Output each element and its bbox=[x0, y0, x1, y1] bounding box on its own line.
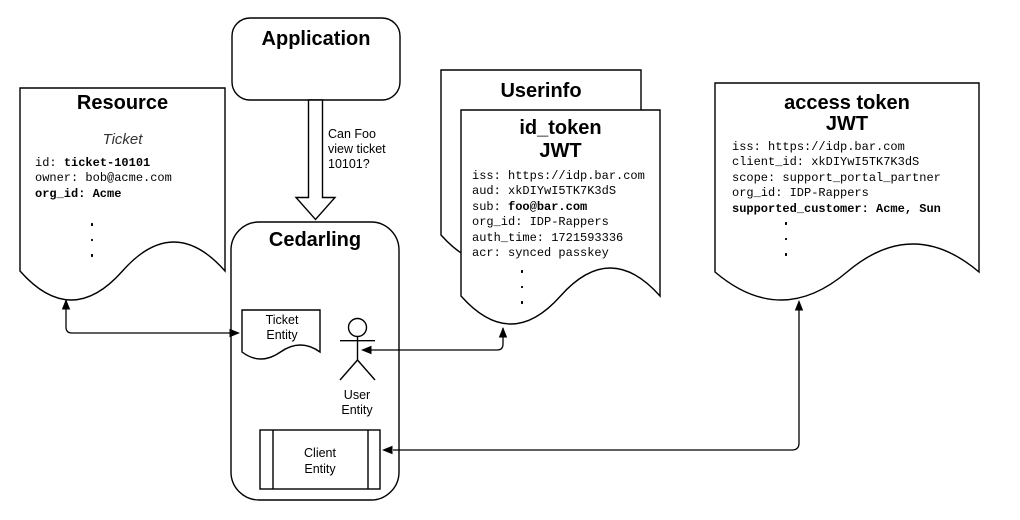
user-actor-icon bbox=[339, 317, 376, 381]
claim-org_id: org_id: Acme bbox=[35, 186, 122, 201]
id-token-title: id_token bbox=[519, 117, 602, 139]
resource-type-label: Ticket bbox=[102, 131, 143, 148]
userinfo-title: Userinfo bbox=[500, 80, 582, 102]
client-entity-box bbox=[259, 429, 381, 490]
claim-iss: iss: https://idp.bar.com bbox=[732, 140, 905, 154]
request-arrow bbox=[294, 99, 337, 221]
claim-aud: aud: xkDIYwI5TK7K3dS bbox=[472, 184, 617, 199]
arrowhead-right-ticket-entity bbox=[229, 328, 240, 338]
id-token-document bbox=[460, 109, 661, 325]
arrowhead-left-client-entity bbox=[382, 445, 393, 455]
user-entity-label: User Entity bbox=[341, 388, 373, 417]
claim-iss: iss: https://idp.bar.com bbox=[472, 169, 645, 183]
cedarling-title: Cedarling bbox=[268, 229, 362, 251]
id-token-user-connector bbox=[361, 327, 508, 355]
client-entity-label: Client Entity bbox=[304, 446, 336, 476]
claim-supported_customer: supported_customer: Acme, Sun bbox=[732, 201, 941, 216]
claim-client_id: client_id: xkDIYwI5TK7K3dS bbox=[732, 155, 920, 170]
claim-owner: owner: bob@acme.com bbox=[35, 171, 172, 186]
arrowhead-left-user-entity bbox=[361, 345, 372, 355]
ticket-entity-document bbox=[241, 309, 321, 360]
access-token-vertical-ellipsis bbox=[784, 222, 788, 256]
arrowhead-up-access-token bbox=[794, 300, 804, 311]
access-token-title: access token bbox=[784, 92, 910, 114]
claim-id: id: ticket-10101 bbox=[35, 156, 151, 170]
arrowhead-up-resource bbox=[61, 299, 71, 310]
resource-document bbox=[19, 87, 226, 301]
arrowhead-up-id-token bbox=[498, 327, 508, 338]
request-question-label: Can Foo view ticket 10101? bbox=[328, 127, 386, 171]
resource-ticket-connector bbox=[61, 299, 240, 338]
resource-vertical-ellipsis bbox=[90, 223, 94, 257]
claim-auth_time: auth_time: 1721593336 bbox=[472, 230, 624, 245]
id-token-subtitle: JWT bbox=[539, 140, 582, 162]
claim-sub: sub: foo@bar.com bbox=[472, 199, 588, 214]
claim-org_id: org_id: IDP-Rappers bbox=[732, 186, 869, 201]
application-title: Application bbox=[261, 28, 371, 50]
resource-title: Resource bbox=[76, 92, 169, 114]
access-token-subtitle: JWT bbox=[825, 113, 869, 135]
access-token-document bbox=[714, 82, 980, 301]
claim-scope: scope: support_portal_partner bbox=[732, 170, 941, 185]
ticket-entity-label: Ticket Entity bbox=[265, 313, 299, 342]
id-token-vertical-ellipsis bbox=[520, 270, 524, 304]
claim-acr: acr: synced passkey bbox=[472, 246, 609, 261]
access-token-client-connector bbox=[382, 300, 804, 455]
claim-org_id: org_id: IDP-Rappers bbox=[472, 215, 609, 230]
